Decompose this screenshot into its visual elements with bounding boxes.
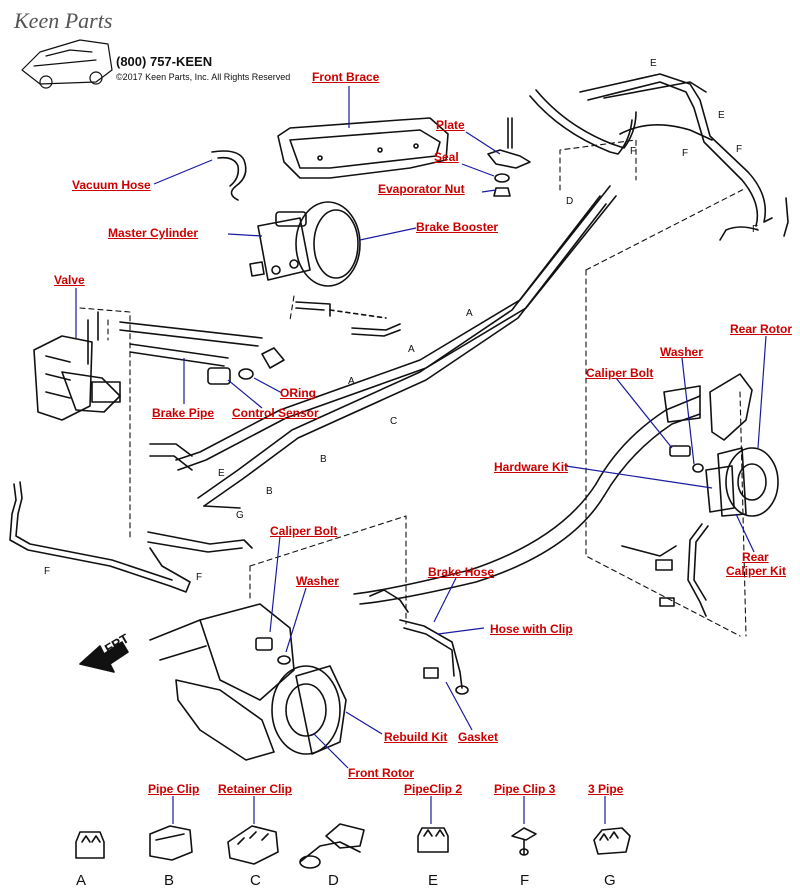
logo-car-sketch xyxy=(21,39,113,89)
clip-letter-f: F xyxy=(520,872,530,889)
pipe-letter-f: F xyxy=(682,148,689,159)
front-direction-arrow xyxy=(79,641,129,673)
front-brace-shape xyxy=(277,117,449,179)
label-vacuum-hose[interactable]: Vacuum Hose xyxy=(72,178,151,192)
leader-lines xyxy=(75,86,767,824)
brand-logo: Keen Parts xyxy=(14,8,113,33)
label-rear-caliper-kit-2[interactable]: Caliper Kit xyxy=(726,564,787,578)
pipe-letter-e: E xyxy=(650,58,657,69)
label-rear-rotor[interactable]: Rear Rotor xyxy=(730,322,793,336)
pipe-letter-d: D xyxy=(566,196,574,207)
label-plate[interactable]: Plate xyxy=(436,118,465,132)
label-brake-pipe[interactable]: Brake Pipe xyxy=(152,406,215,420)
copyright-notice: ©2017 Keen Parts, Inc. All Rights Reserv… xyxy=(116,72,291,82)
label-evaporator-nut[interactable]: Evaporator Nut xyxy=(378,182,465,196)
label-oring[interactable]: ORing xyxy=(280,386,316,400)
pipe-letter-f: F xyxy=(44,566,51,577)
pipe-letter-b: B xyxy=(320,454,327,465)
label-rear-caliper-kit-1[interactable]: Rear xyxy=(742,550,769,564)
pipe-letter-b: B xyxy=(266,486,273,497)
label-rebuild-kit[interactable]: Rebuild Kit xyxy=(384,730,448,744)
clip-e-shape xyxy=(417,827,449,853)
pipe-letter-a: A xyxy=(408,344,415,355)
front-rotor-assembly xyxy=(149,603,347,761)
master-cylinder-booster xyxy=(249,201,361,287)
label-pipe-clip-3[interactable]: Pipe Clip 3 xyxy=(494,782,556,796)
clip-letter-a: A xyxy=(76,872,87,889)
label-pipe-clip-2[interactable]: PipeClip 2 xyxy=(404,782,463,796)
clip-letter-e: E xyxy=(428,872,439,889)
label-retainer-clip[interactable]: Retainer Clip xyxy=(218,782,293,796)
clip-letter-d: D xyxy=(328,872,339,889)
clip-f-shape xyxy=(511,827,537,856)
label-control-sensor[interactable]: Control Sensor xyxy=(232,406,319,420)
pipe-letter-e: E xyxy=(718,110,725,121)
pipe-letter-g: G xyxy=(236,510,244,521)
clip-letter-g: G xyxy=(604,872,616,889)
clip-c-shape xyxy=(227,825,279,865)
valve-block-shape xyxy=(33,335,121,421)
pipe-letter-f: F xyxy=(752,224,759,235)
clip-letter-b: B xyxy=(164,872,175,889)
label-caliper-bolt-front[interactable]: Caliper Bolt xyxy=(270,524,338,538)
clip-letter-c: C xyxy=(250,872,261,889)
label-master-cylinder[interactable]: Master Cylinder xyxy=(108,226,199,240)
label-washer-rear[interactable]: Washer xyxy=(660,345,703,359)
clip-d-shape xyxy=(299,823,365,869)
label-gasket[interactable]: Gasket xyxy=(458,730,499,744)
vacuum-hose-shape xyxy=(211,150,247,201)
label-brake-hose[interactable]: Brake Hose xyxy=(428,565,495,579)
phone-number[interactable]: (800) 757-KEEN xyxy=(116,54,213,69)
pipe-letter-a: A xyxy=(466,308,473,319)
clip-g-shape xyxy=(593,827,631,855)
label-seal[interactable]: Seal xyxy=(434,150,459,164)
pipe-letter-e: E xyxy=(218,468,225,479)
label-brake-booster[interactable]: Brake Booster xyxy=(416,220,499,234)
clip-b-shape xyxy=(149,825,193,861)
pipe-letter-f: F xyxy=(196,572,203,583)
label-front-brace[interactable]: Front Brace xyxy=(312,70,380,84)
label-hose-with-clip[interactable]: Hose with Clip xyxy=(490,622,573,636)
label-hardware-kit[interactable]: Hardware Kit xyxy=(494,460,569,474)
label-washer-front[interactable]: Washer xyxy=(296,574,339,588)
label-front-rotor[interactable]: Front Rotor xyxy=(348,766,414,780)
plate-seal-nut xyxy=(487,117,531,197)
label-valve[interactable]: Valve xyxy=(54,273,85,287)
pipe-letter-f: F xyxy=(736,144,743,155)
pipe-letter-a: A xyxy=(348,376,355,387)
pipe-letter-c: C xyxy=(390,416,398,427)
rear-rotor-assembly xyxy=(663,373,779,517)
label-3-pipe[interactable]: 3 Pipe xyxy=(588,782,624,796)
label-pipe-clip[interactable]: Pipe Clip xyxy=(148,782,200,796)
clip-a-shape xyxy=(75,831,105,859)
pipe-letter-f: F xyxy=(630,146,637,157)
label-caliper-bolt-rear[interactable]: Caliper Bolt xyxy=(586,366,654,380)
